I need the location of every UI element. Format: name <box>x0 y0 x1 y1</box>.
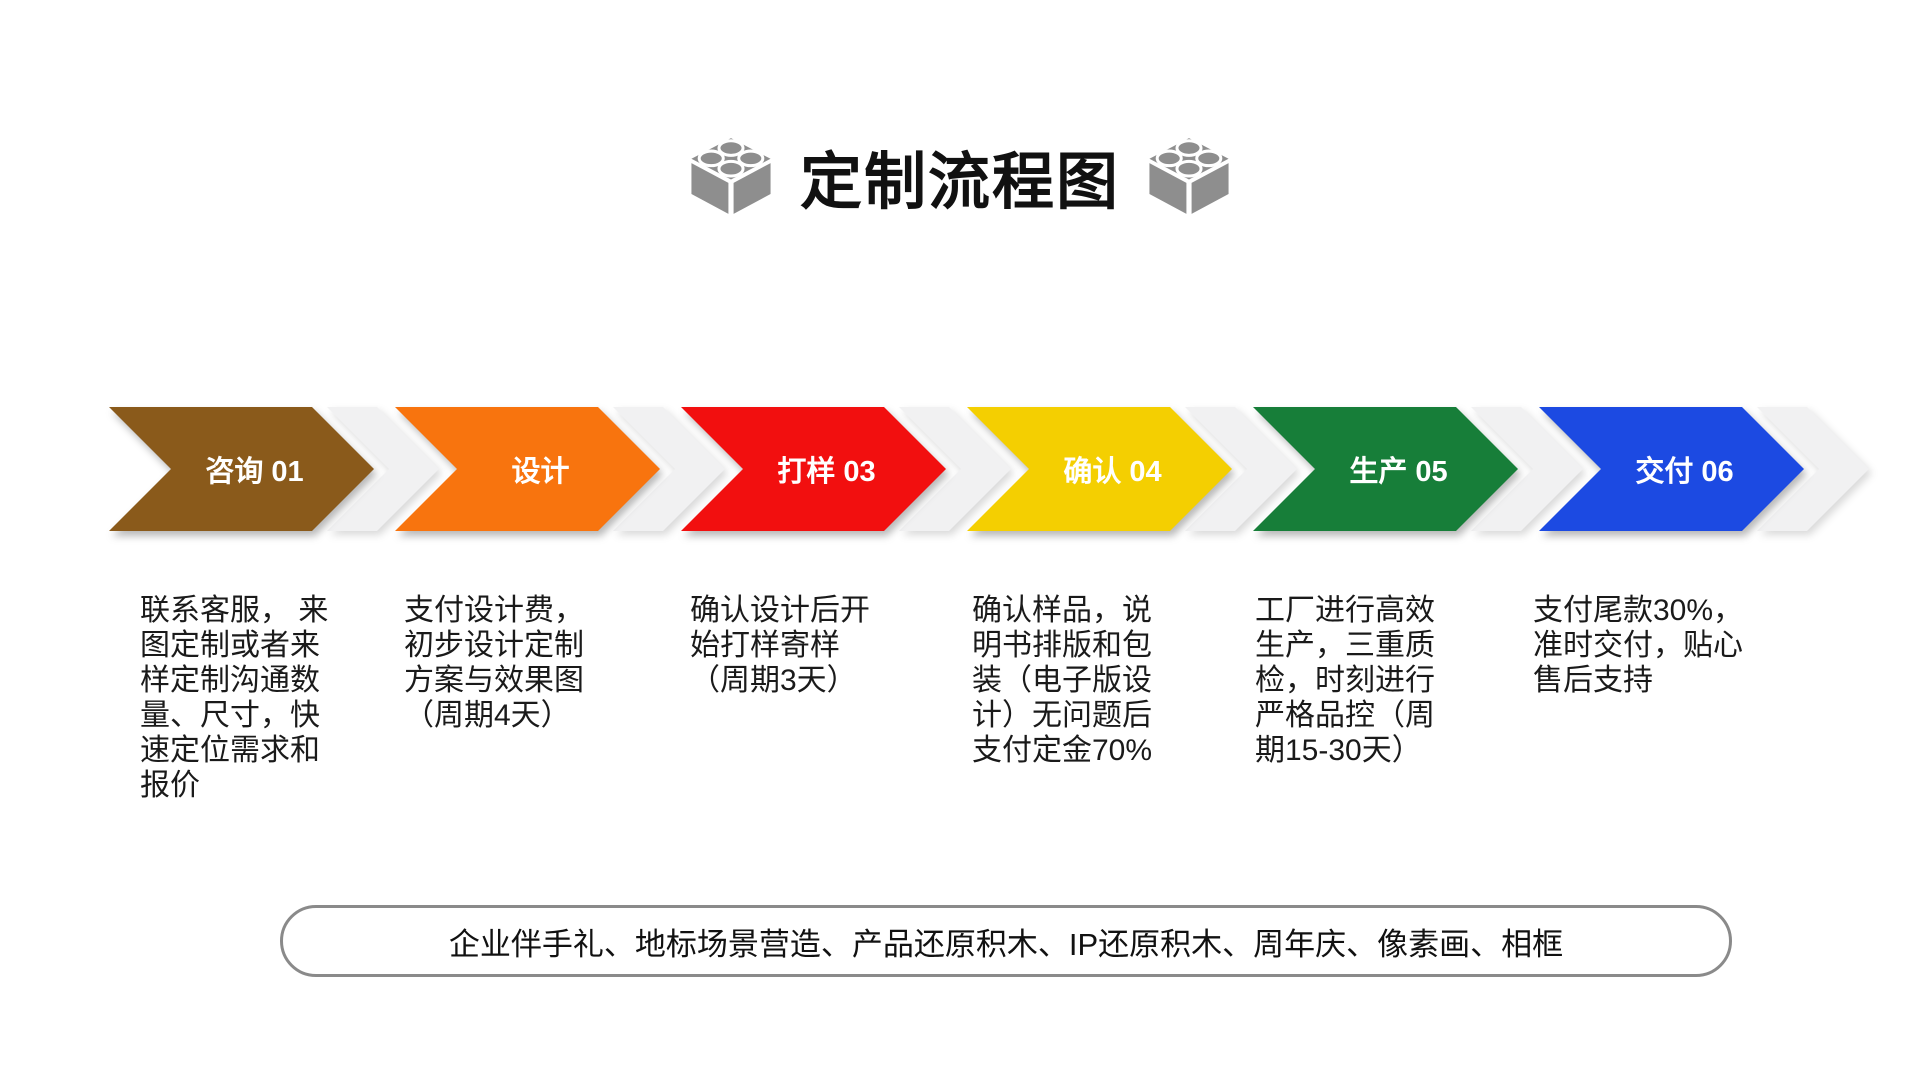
step-arrow: 打样 03 <box>681 407 946 531</box>
step-arrow: 交付 06 <box>1539 407 1804 531</box>
step-arrow: 咨询 01 <box>109 407 374 531</box>
step-arrow: 设计 <box>395 407 660 531</box>
step-arrow-wrap: 设计 <box>395 407 660 531</box>
process-step-1: 咨询 01 <box>109 407 439 531</box>
step-description-4: 确认样品，说 明书排版和包 装（电子版设 计）无问题后 支付定金70% <box>972 594 1153 767</box>
step-description-5: 工厂进行高效 生产，三重质 检，时刻进行 严格品控（周 期15-30天） <box>1255 594 1435 767</box>
step-description-6: 支付尾款30%， 准时交付，贴心 售后支持 <box>1533 594 1744 697</box>
step-label: 交付 06 <box>1635 456 1734 488</box>
lego-brick-icon <box>1149 138 1229 214</box>
step-arrow-wrap: 打样 03 <box>681 407 946 531</box>
step-label: 生产 05 <box>1349 456 1448 488</box>
services-text: 企业伴手礼、地标场景营造、产品还原积木、IP还原积木、周年庆、像素画、相框 <box>448 926 1564 962</box>
step-arrow-wrap: 咨询 01 <box>109 407 374 531</box>
step-description-row: 联系客服， 来 图定制或者来 样定制沟通数 量、尺寸，快 速定位需求和 报价支付… <box>109 593 1909 833</box>
step-arrow-wrap: 交付 06 <box>1539 407 1804 531</box>
process-step-3: 打样 03 <box>681 407 1011 531</box>
step-label: 打样 03 <box>777 456 876 488</box>
step-label: 咨询 01 <box>205 456 304 488</box>
step-label: 设计 <box>511 456 570 488</box>
page-title: 定制流程图 <box>799 148 1120 217</box>
step-arrow-wrap: 生产 05 <box>1253 407 1518 531</box>
process-step-4: 确认 04 <box>967 407 1297 531</box>
step-label: 确认 04 <box>1063 456 1162 488</box>
title-row: 定制流程图 <box>0 128 1920 224</box>
process-step-5: 生产 05 <box>1253 407 1583 531</box>
step-arrow: 生产 05 <box>1253 407 1518 531</box>
step-description-1: 联系客服， 来 图定制或者来 样定制沟通数 量、尺寸，快 速定位需求和 报价 <box>140 594 329 802</box>
services-pill: 企业伴手礼、地标场景营造、产品还原积木、IP还原积木、周年庆、像素画、相框 <box>280 905 1732 977</box>
step-arrow-wrap: 确认 04 <box>967 407 1232 531</box>
process-step-6: 交付 06 <box>1539 407 1869 531</box>
step-arrow: 确认 04 <box>967 407 1232 531</box>
step-description-2: 支付设计费， 初步设计定制 方案与效果图 （周期4天） <box>404 594 584 732</box>
process-arrow-row: 咨询 01 设计 打样 03 确认 04 <box>109 407 1909 531</box>
lego-brick-icon <box>691 138 771 214</box>
process-step-2: 设计 <box>395 407 725 531</box>
step-description-3: 确认设计后开 始打样寄样 （周期3天） <box>690 594 870 697</box>
